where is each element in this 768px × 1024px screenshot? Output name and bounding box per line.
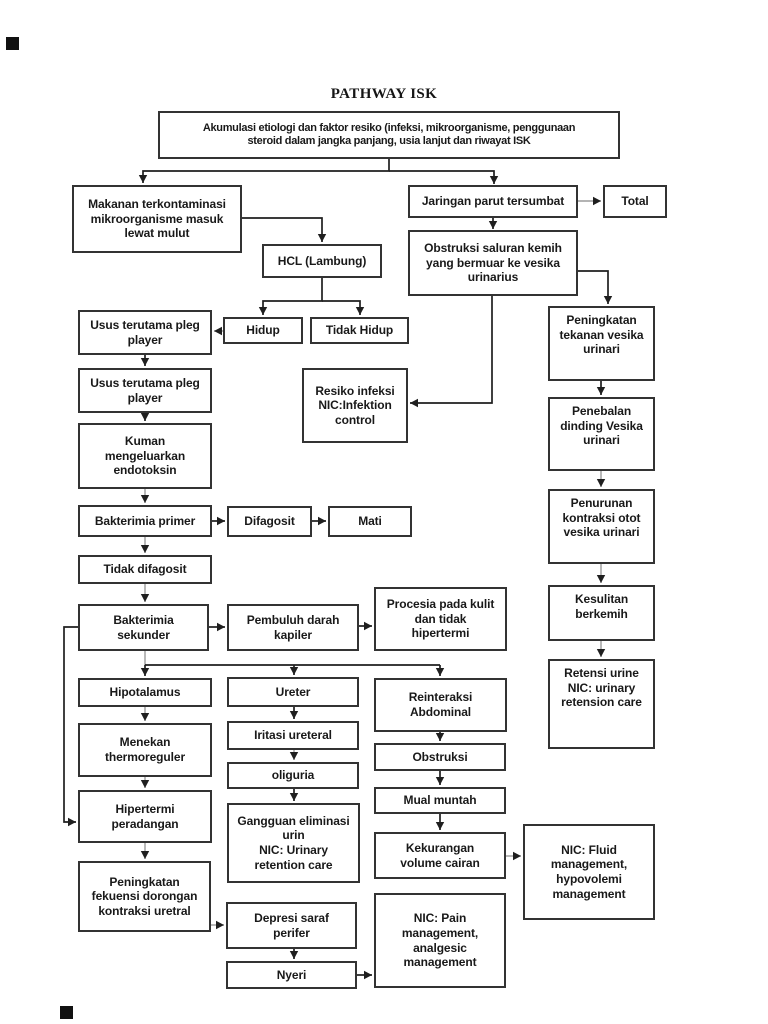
tidak-difagosit-box: Tidak difagosit [78, 555, 212, 584]
resiko-infeksi-box: Resiko infeksi NIC:Infektion control [302, 368, 408, 443]
arrowhead-icon [435, 777, 445, 785]
arrowhead-icon [318, 516, 326, 526]
arrowhead-icon [140, 780, 150, 788]
arrowhead-icon [140, 545, 150, 553]
arrowhead-icon [140, 668, 150, 676]
arrowhead-icon [593, 196, 601, 206]
arrowhead-icon [140, 358, 150, 366]
arrowhead-icon [214, 326, 222, 336]
arrowhead-icon [596, 575, 606, 583]
pembuluh-box: Pembuluh darah kapiler [227, 604, 359, 651]
scan-mark [60, 1006, 73, 1019]
connector-line [262, 278, 323, 315]
arrowhead-icon [138, 175, 148, 183]
tidak-hidup-box: Tidak Hidup [310, 317, 409, 344]
connector-line [142, 159, 390, 183]
usus-1-box: Usus terutama pleg player [78, 310, 212, 355]
peningkatan-fekuensi-box: Peningkatan fekuensi dorongan kontraksi … [78, 861, 211, 932]
arrowhead-icon [68, 817, 76, 827]
iritasi-box: Iritasi ureteral [227, 721, 359, 750]
gangguan-eliminasi-box: Gangguan eliminasi urin NIC: Urinary ret… [227, 803, 360, 883]
total-box: Total [603, 185, 667, 218]
ureter-box: Ureter [227, 677, 359, 707]
hcl-box: HCL (Lambung) [262, 244, 382, 278]
arrowhead-icon [435, 822, 445, 830]
arrowhead-icon [217, 622, 225, 632]
arrowhead-icon [216, 920, 224, 930]
difagosit-box: Difagosit [227, 506, 312, 537]
connector-line [242, 217, 323, 242]
obstruksi-box: Obstruksi [374, 743, 506, 771]
arrowhead-icon [488, 221, 498, 229]
hidup-box: Hidup [223, 317, 303, 344]
bakterimia-primer-box: Bakterimia primer [78, 505, 212, 537]
connector-line [410, 296, 493, 404]
penebalan-box: Penebalan dinding Vesika urinari [548, 397, 655, 471]
depresi-box: Depresi saraf perifer [226, 902, 357, 949]
etiologi-box: Akumulasi etiologi dan faktor resiko (in… [158, 111, 620, 159]
jaringan-parut-box: Jaringan parut tersumbat [408, 185, 578, 218]
kesulitan-box: Kesulitan berkemih [548, 585, 655, 641]
nic-fluid-box: NIC: Fluid management, hypovolemi manage… [523, 824, 655, 920]
kuman-box: Kuman mengeluarkan endotoksin [78, 423, 212, 489]
hipertermi-box: Hipertermi peradangan [78, 790, 212, 843]
arrowhead-icon [140, 594, 150, 602]
arrowhead-icon [364, 621, 372, 631]
bakterimia-sekunder-box: Bakterimia sekunder [78, 604, 209, 651]
arrowhead-icon [513, 851, 521, 861]
arrowhead-icon [317, 234, 327, 242]
connector-line [322, 300, 361, 315]
arrowhead-icon [289, 711, 299, 719]
arrowhead-icon [596, 479, 606, 487]
procesia-box: Procesia pada kulit dan tidak hipertermi [374, 587, 507, 651]
mual-muntah-box: Mual muntah [374, 787, 506, 814]
usus-2-box: Usus terutama pleg player [78, 368, 212, 413]
connector-line [578, 270, 609, 304]
arrowhead-icon [140, 413, 150, 421]
arrowhead-icon [435, 668, 445, 676]
arrowhead-icon [289, 752, 299, 760]
oliguria-box: oliguria [227, 762, 359, 789]
arrowhead-icon [289, 667, 299, 675]
penurunan-box: Penurunan kontraksi otot vesika urinari [548, 489, 655, 564]
page-title: PATHWAY ISK [330, 86, 438, 102]
arrowhead-icon [596, 387, 606, 395]
kekurangan-box: Kekurangan volume cairan [374, 832, 506, 879]
obstruksi-saluran-box: Obstruksi saluran kemih yang bermuar ke … [408, 230, 578, 296]
connector-line [389, 170, 495, 184]
arrowhead-icon [140, 851, 150, 859]
hipotalamus-box: Hipotalamus [78, 678, 212, 707]
scan-mark [6, 37, 19, 50]
peningkatan-tekanan-box: Peningkatan tekanan vesika urinari [548, 306, 655, 381]
arrowhead-icon [289, 793, 299, 801]
arrowhead-icon [217, 516, 225, 526]
arrowhead-icon [140, 495, 150, 503]
arrowhead-icon [364, 970, 372, 980]
arrowhead-icon [410, 398, 418, 408]
makanan-box: Makanan terkontaminasi mikroorganisme ma… [72, 185, 242, 253]
arrowhead-icon [596, 649, 606, 657]
retensi-box: Retensi urine NIC: urinary retension car… [548, 659, 655, 749]
nic-pain-box: NIC: Pain management, analgesic manageme… [374, 893, 506, 988]
arrowhead-icon [355, 307, 365, 315]
nyeri-box: Nyeri [226, 961, 357, 989]
arrowhead-icon [603, 296, 613, 304]
arrowhead-icon [140, 713, 150, 721]
arrowhead-icon [258, 307, 268, 315]
reinteraksi-box: Reinteraksi Abdominal [374, 678, 507, 732]
arrowhead-icon [435, 733, 445, 741]
mati-box: Mati [328, 506, 412, 537]
connector-line [63, 626, 79, 823]
arrowhead-icon [289, 951, 299, 959]
menekan-box: Menekan thermoreguler [78, 723, 212, 777]
arrowhead-icon [489, 176, 499, 184]
